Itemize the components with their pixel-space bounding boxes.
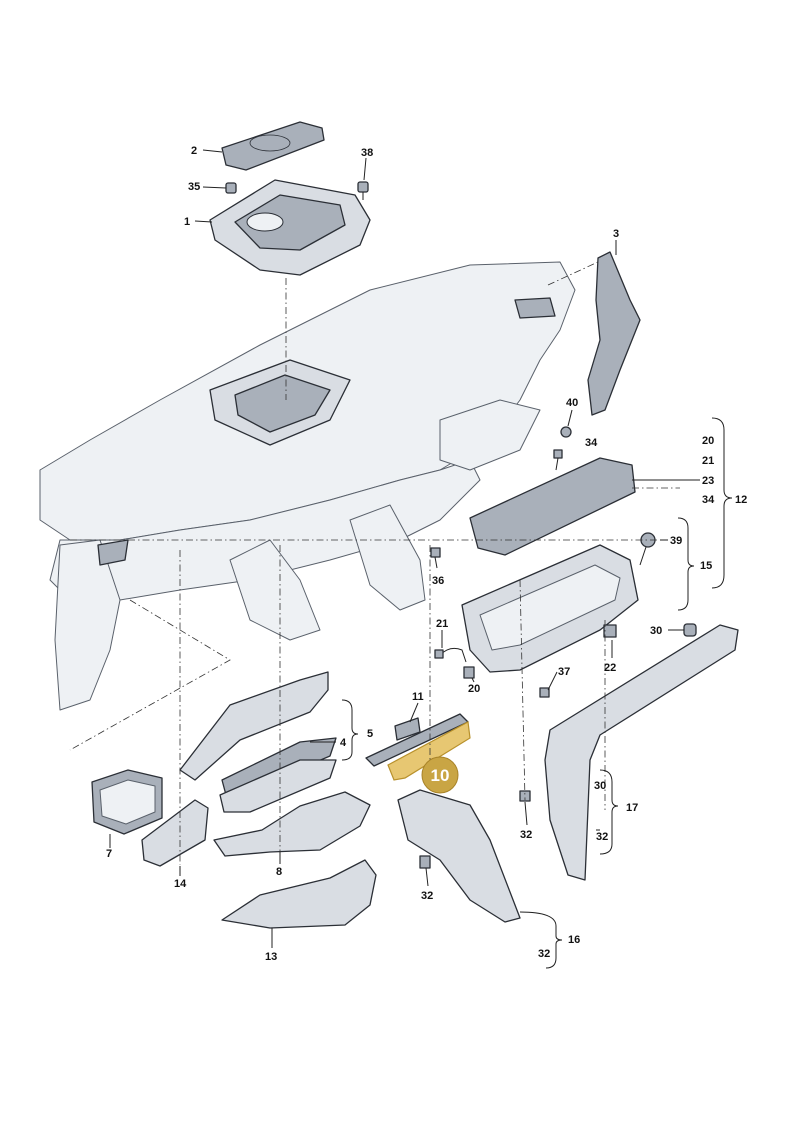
label-5: 5	[367, 728, 373, 740]
clip-30	[683, 623, 697, 637]
label-30a: 30	[650, 625, 662, 637]
label-8: 8	[276, 866, 282, 878]
label-20a: 20	[702, 435, 714, 447]
label-23: 23	[702, 475, 714, 487]
label-32c: 32	[421, 890, 433, 902]
label-11: 11	[412, 691, 424, 703]
label-34b: 34	[702, 494, 715, 506]
label-14: 14	[174, 878, 187, 890]
glove-box-lid	[469, 457, 636, 556]
screw-36	[430, 547, 441, 569]
label-2: 2	[191, 145, 197, 157]
part-8-column-cover	[213, 791, 371, 857]
reference-lines	[69, 261, 680, 865]
leader-lines	[109, 149, 700, 948]
label-35: 35	[188, 181, 200, 193]
label-3: 3	[613, 228, 619, 240]
bracket-22	[603, 624, 617, 638]
label-38: 38	[361, 147, 373, 159]
part-3-side-trim	[587, 251, 641, 416]
part-7-side-vent	[91, 769, 163, 835]
knob-39	[639, 532, 656, 566]
part-2-speaker-cover	[221, 121, 325, 171]
label-15: 15	[700, 560, 712, 572]
label-37: 37	[558, 666, 570, 678]
label-34a: 34	[585, 437, 598, 449]
part-16-pillar-trim	[397, 789, 521, 923]
label-40: 40	[566, 397, 578, 409]
clip-32-b	[419, 855, 431, 869]
part-1-center-housing	[209, 179, 371, 276]
part-17-knee-trim	[544, 624, 739, 881]
part-14-bezel	[141, 799, 209, 867]
brace-16	[519, 911, 563, 969]
label-30b: 30	[594, 780, 606, 792]
part-13-lower-trim	[221, 859, 377, 929]
switch-20	[463, 666, 475, 679]
label-17: 17	[626, 802, 638, 814]
clip-32-a	[519, 790, 531, 802]
part-5-trim-frame	[179, 671, 329, 781]
label-7: 7	[106, 848, 112, 860]
label-32b: 32	[596, 831, 608, 843]
clip-40	[560, 426, 572, 438]
part-4-trim-strip	[219, 737, 337, 813]
label-10: 10	[431, 766, 450, 785]
label-13: 13	[265, 951, 277, 963]
screw-34	[553, 449, 563, 471]
brace-15	[677, 517, 695, 611]
glove-box-housing	[461, 544, 639, 673]
label-39: 39	[670, 535, 682, 547]
screw-38	[357, 181, 369, 200]
screw-37	[539, 687, 550, 698]
label-1: 1	[184, 216, 190, 228]
label-20b: 20	[468, 683, 480, 695]
screw-35	[225, 182, 237, 194]
label-21b: 21	[436, 618, 448, 630]
label-21a: 21	[702, 455, 714, 467]
label-32a: 32	[520, 829, 532, 841]
dashboard-body	[39, 261, 576, 711]
label-32d: 32	[538, 948, 550, 960]
label-16: 16	[568, 934, 580, 946]
label-22: 22	[604, 662, 616, 674]
wire-21	[434, 647, 467, 663]
label-36: 36	[432, 575, 444, 587]
label-12: 12	[735, 494, 747, 506]
part-labels: 2 38 35 1 3 40 34 20 21 23 34 12 39 15 3…	[106, 145, 747, 963]
highlight-marker-10: 10	[421, 756, 459, 794]
brace-12	[711, 417, 733, 589]
brace-17	[599, 769, 619, 855]
label-4: 4	[340, 737, 347, 749]
brace-5	[341, 699, 359, 761]
